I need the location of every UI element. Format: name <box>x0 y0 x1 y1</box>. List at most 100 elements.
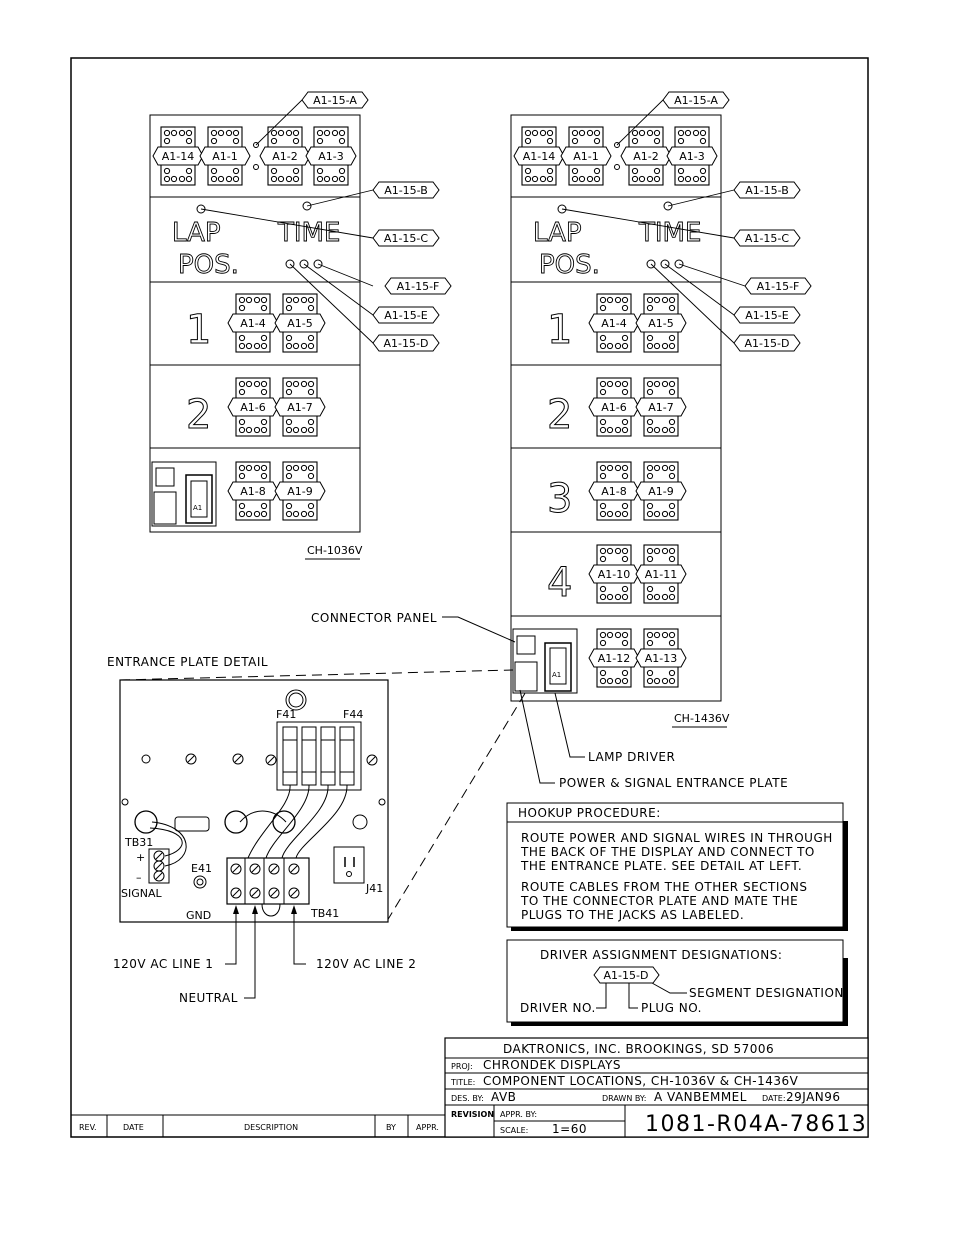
driver-label: A1 <box>193 504 202 512</box>
right-connector-panel: A1 <box>512 628 578 694</box>
module-tag: A1-10 <box>598 568 631 581</box>
hookup-procedure-box: HOOKUP PROCEDURE: ROUTE POWER AND SIGNAL… <box>506 802 848 931</box>
module-tag: A1-12 <box>598 652 631 665</box>
fuse-f41: F41 <box>276 708 296 721</box>
tb41-label: TB41 <box>310 907 339 920</box>
module-tag: A1-13 <box>645 652 678 665</box>
callout-c: A1-15-C <box>384 232 428 245</box>
title-label: TITLE: <box>450 1078 475 1087</box>
by-col: BY <box>386 1123 396 1132</box>
power-signal-plate-label: POWER & SIGNAL ENTRANCE PLATE <box>559 776 788 790</box>
callout-f: A1-15-F <box>757 280 800 293</box>
module-tag: A1-2 <box>633 150 659 163</box>
module-tag: A1-9 <box>287 485 313 498</box>
digit-3: 3 <box>547 476 572 522</box>
module-tag: A1-1 <box>212 150 238 163</box>
heading-pos: POS. <box>539 250 600 280</box>
module-tag: A1-3 <box>318 150 344 163</box>
neutral-label: NEUTRAL <box>179 991 238 1005</box>
module-tag: A1-14 <box>523 150 556 163</box>
hookup-line: TO THE CONNECTOR PLATE AND MATE THE <box>520 894 798 908</box>
driver-assign-example: A1-15-D <box>604 969 649 982</box>
entrance-plate-detail: F41 F44 TB31 + – <box>119 679 389 923</box>
driver-assign-title: DRIVER ASSIGNMENT DESIGNATIONS: <box>540 948 782 962</box>
drawn-value: A VANBEMMEL <box>654 1090 747 1104</box>
proj-value: CHRONDEK DISPLAYS <box>483 1058 621 1072</box>
line2-label: 120V AC LINE 2 <box>316 957 416 971</box>
title-block: DAKTRONICS, INC. BROOKINGS, SD 57006 PRO… <box>444 1037 869 1138</box>
callout-e: A1-15-E <box>745 309 788 322</box>
gnd-label: GND <box>186 909 211 922</box>
model-label-left: CH-1036V <box>307 544 363 557</box>
driver-label: A1 <box>552 671 561 679</box>
scale-label: SCALE: <box>500 1126 528 1135</box>
module-tag: A1-3 <box>679 150 705 163</box>
date-label: DATE: <box>762 1094 786 1103</box>
hookup-line: THE BACK OF THE DISPLAY AND CONNECT TO <box>520 845 815 859</box>
module-tag: A1-2 <box>272 150 298 163</box>
hookup-line: PLUGS TO THE JACKS AS LABELED. <box>521 908 744 922</box>
module-tag: A1-4 <box>601 317 627 330</box>
module-tag: A1-6 <box>240 401 266 414</box>
module-tag: A1-8 <box>240 485 266 498</box>
heading-time: TIME <box>277 218 340 248</box>
callout-f: A1-15-F <box>397 280 440 293</box>
tb31-label: TB31 <box>124 836 153 849</box>
display-ch1436v: A1-14 A1-1 A1-2 A1-3 LAP TIME POS. 1 2 3… <box>510 91 812 728</box>
rev-col: REV. <box>79 1123 97 1132</box>
des-value: AVB <box>491 1090 516 1104</box>
module-tag: A1-5 <box>287 317 313 330</box>
connector-panel-label: CONNECTOR PANEL <box>311 611 437 625</box>
callout-c: A1-15-C <box>745 232 789 245</box>
heading-lap: LAP <box>533 218 582 248</box>
signal-label: SIGNAL <box>121 887 163 900</box>
title-value: COMPONENT LOCATIONS, CH-1036V & CH-1436V <box>483 1074 799 1088</box>
proj-label: PROJ: <box>451 1062 473 1071</box>
entrance-plate-detail-label: ENTRANCE PLATE DETAIL <box>107 655 268 669</box>
module-tag: A1-7 <box>648 401 674 414</box>
hookup-line: ROUTE CABLES FROM THE OTHER SECTIONS <box>521 880 807 894</box>
callout-a: A1-15-A <box>674 94 718 107</box>
callout-b: A1-15-B <box>384 184 428 197</box>
fuse-f44: F44 <box>343 708 363 721</box>
left-callouts <box>200 99 374 344</box>
lamp-driver-label: LAMP DRIVER <box>588 750 675 764</box>
appr-label: APPR. BY: <box>500 1110 537 1119</box>
digit-2: 2 <box>547 392 572 438</box>
revision-block: REV. DATE DESCRIPTION BY APPR. <box>71 1114 445 1137</box>
left-connector-panel: A1 <box>151 461 217 527</box>
description-col: DESCRIPTION <box>244 1123 298 1132</box>
drawn-label: DRAWN BY: <box>602 1094 646 1103</box>
date-col: DATE <box>123 1123 144 1132</box>
drawing-number: 1081-R04A-78613 <box>645 1112 867 1137</box>
line1-label: 120V AC LINE 1 <box>113 957 213 971</box>
scale-value: 1=60 <box>552 1122 587 1136</box>
digit-1: 1 <box>547 307 572 353</box>
digit-4: 4 <box>547 560 572 606</box>
des-label: DES. BY: <box>451 1094 484 1103</box>
module-tag: A1-1 <box>573 150 599 163</box>
module-tag: A1-7 <box>287 401 313 414</box>
digit-1: 1 <box>186 307 211 353</box>
hookup-line: THE ENTRANCE PLATE. SEE DETAIL AT LEFT. <box>520 859 802 873</box>
tb31-minus: – <box>136 871 142 884</box>
driver-no-label: DRIVER NO. <box>520 1001 596 1015</box>
module-tag: A1-8 <box>601 485 627 498</box>
module-tag: A1-11 <box>645 568 678 581</box>
callout-b: A1-15-B <box>745 184 789 197</box>
plug-no-label: PLUG NO. <box>641 1001 702 1015</box>
module-tag: A1-6 <box>601 401 627 414</box>
module-tag: A1-5 <box>648 317 674 330</box>
digit-2: 2 <box>186 392 211 438</box>
segment-designation-label: SEGMENT DESIGNATION <box>689 986 844 1000</box>
model-label-right: CH-1436V <box>674 712 730 725</box>
callout-d: A1-15-D <box>384 337 429 350</box>
hookup-line: ROUTE POWER AND SIGNAL WIRES IN THROUGH <box>521 831 833 845</box>
appr-col: APPR. <box>416 1123 439 1132</box>
date-value: 29JAN96 <box>786 1090 841 1104</box>
company-line: DAKTRONICS, INC. BROOKINGS, SD 57006 <box>503 1042 774 1056</box>
module-tag: A1-14 <box>162 150 195 163</box>
display-ch1036v: A1-14 A1-1 A1-2 A1-3 LAP TIME POS. 1 2 A… <box>149 91 452 560</box>
j41-label: J41 <box>365 882 383 895</box>
